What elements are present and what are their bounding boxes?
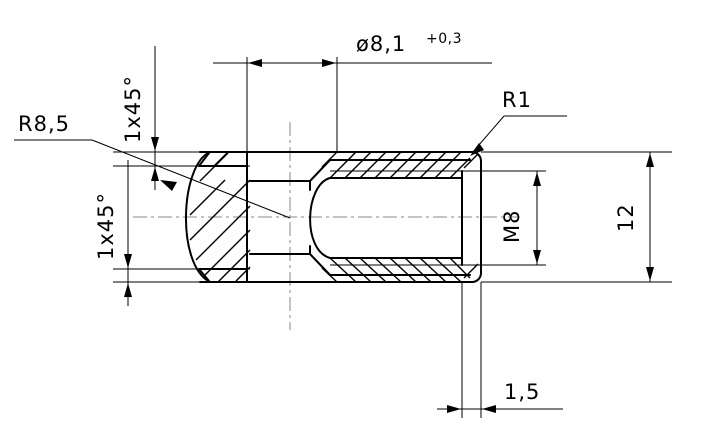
arrow-15-left [447, 405, 461, 413]
dim-label-diameter: ø8,1 [356, 32, 406, 56]
hatch-upper-wall [321, 151, 471, 179]
hatch-lower-wall [321, 257, 471, 283]
arrow-m8-top [533, 172, 541, 186]
dim-label-radius-1: R1 [502, 88, 532, 112]
bore-rounded-end [309, 177, 331, 259]
spherical-cap-left [185, 151, 211, 283]
arrow-chamfer-bot-upper [124, 254, 132, 268]
chamfer-corner-bottom [198, 268, 210, 282]
chamfer-corner-top [198, 152, 210, 167]
dimension-chamfer-bottom: 1x45° [94, 160, 250, 306]
dim-label-radius-8-5: R8,5 [18, 112, 70, 136]
dim-label-chamfer-bottom: 1x45° [94, 192, 118, 260]
dimension-diameter-8-1: ø8,1 +0,3 [213, 31, 492, 152]
dim-label-diameter-tolerance: +0,3 [426, 31, 462, 47]
leader-line-r85 [91, 139, 291, 219]
dimension-chamfer-top: 1x45° [113, 46, 250, 190]
dim-label-thread-m8: M8 [500, 210, 524, 243]
arrow-chamfer-top-lower [151, 167, 159, 181]
arrow-d81-left [248, 59, 262, 67]
dim-label-chamfer-top: 1x45° [121, 75, 145, 143]
dim-label-width-1-5: 1,5 [504, 380, 540, 404]
arrow-chamfer-top-upper [151, 137, 159, 151]
hatch-flange [463, 153, 479, 279]
arrow-12-top [646, 153, 654, 167]
hatch-left-solid [189, 151, 251, 283]
centerlines [133, 122, 520, 330]
arrow-15-right [482, 405, 496, 413]
arrow-chamfer-bot-lower [124, 283, 132, 297]
arrow-r1 [470, 143, 484, 156]
arrow-m8-bottom [533, 250, 541, 264]
arrow-r85 [160, 180, 177, 191]
arrow-d81-right [322, 59, 336, 67]
leader-radius-1: R1 [470, 88, 567, 156]
dimension-thread-m8: M8 [462, 170, 546, 266]
leader-radius-8-5: R8,5 [14, 112, 291, 219]
dimension-width-1-5: 1,5 [437, 282, 563, 418]
arrow-12-bottom [646, 267, 654, 281]
dim-label-height-12: 12 [614, 203, 638, 232]
dimension-height-12: 12 [481, 151, 672, 283]
